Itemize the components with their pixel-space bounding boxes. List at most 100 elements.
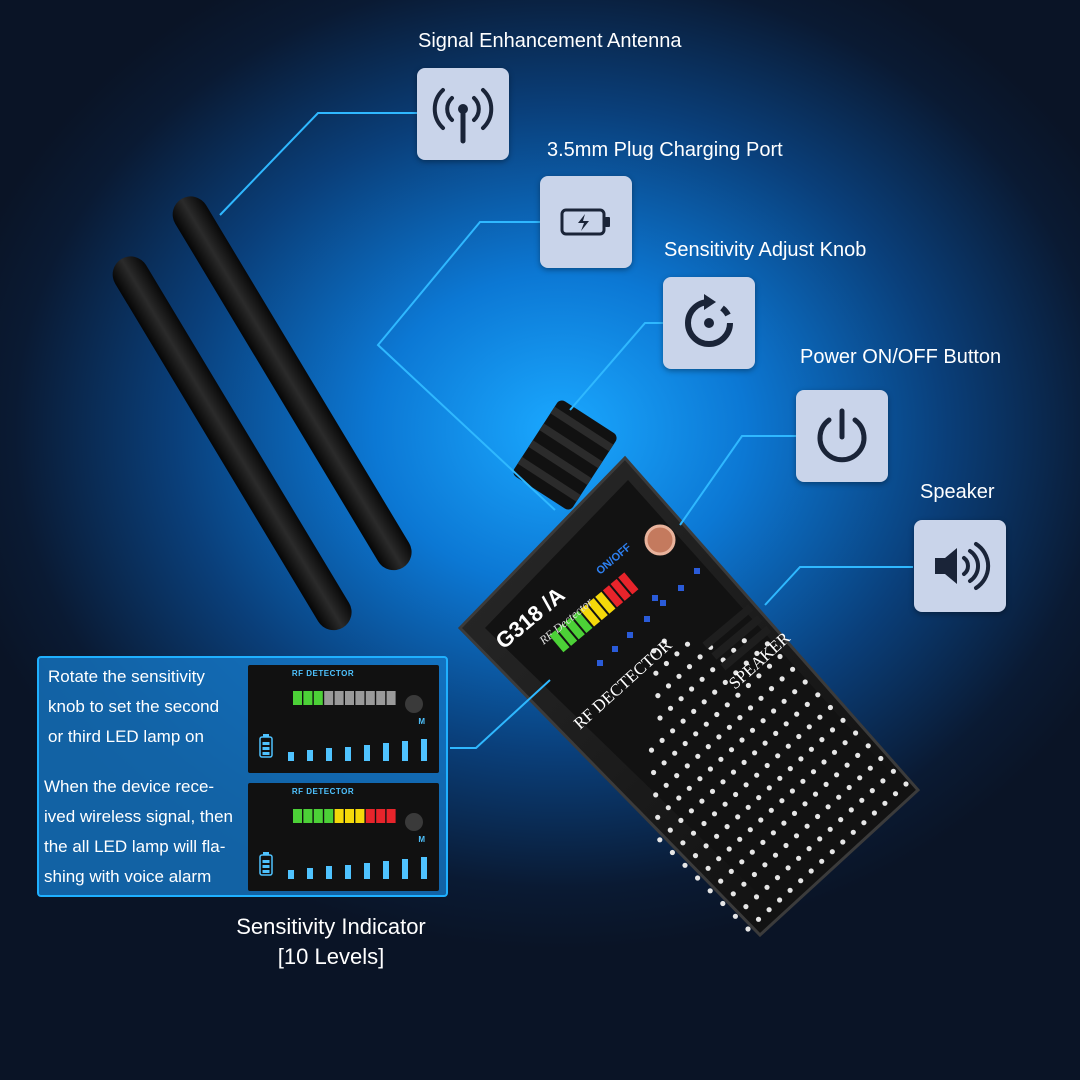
speaker-hole [808, 868, 814, 874]
speaker-hole [720, 900, 726, 907]
panel-led [334, 691, 344, 705]
speaker-hole [699, 676, 705, 682]
speaker-hole [676, 673, 682, 679]
speaker-hole [701, 699, 707, 705]
speaker-hole [783, 721, 789, 727]
led-level-graphic [259, 809, 427, 879]
speaker-hole [674, 773, 680, 779]
speaker-hole [766, 907, 772, 913]
sensitivity-info-panel: Rotate the sensitivity knob to set the s… [37, 656, 448, 897]
device-level-dot [652, 595, 658, 601]
speaker-hole [880, 778, 886, 784]
speaker-hole [651, 648, 657, 654]
speaker-hole [718, 878, 724, 884]
device-led [587, 598, 608, 621]
speaker-hole [810, 769, 817, 775]
speaker-hole [774, 875, 781, 881]
panel-text-line: knob to set the second [48, 697, 220, 716]
label-speaker: Speaker [920, 481, 995, 503]
speaker-hole [754, 772, 760, 778]
speaker-hole [692, 853, 699, 859]
speaker-hole [678, 817, 684, 824]
panel-text-line: Rotate the sensitivity [48, 667, 205, 686]
battery-icon-cap [263, 852, 269, 855]
speaker-hole [777, 653, 783, 660]
speaker-hole [855, 752, 861, 759]
power-icon [817, 408, 867, 463]
label-power: Power ON/OFF Button [800, 346, 1002, 368]
speaker-hole [737, 715, 743, 721]
battery-charging-icon [560, 208, 610, 236]
led-display-top: RF DETECTOR M [248, 665, 439, 773]
speaker-hole [754, 650, 760, 657]
device-level-dot [627, 632, 633, 638]
speaker-hole [737, 836, 743, 842]
speaker-hole [674, 651, 680, 657]
panel-text-top: Rotate the sensitivity knob to set the s… [48, 662, 219, 752]
speaker-hole [701, 820, 707, 827]
speaker-hole [815, 813, 821, 820]
speaker-hole [804, 823, 810, 829]
speaker-hole [707, 766, 714, 772]
speaker-hole [808, 746, 815, 752]
speaker-hole [705, 744, 711, 750]
speaker-hole [785, 743, 791, 749]
led-display-bottom: RF DETECTOR M [248, 783, 439, 891]
speaker-hole [686, 664, 693, 670]
speaker-hole [653, 670, 659, 676]
speaker-hole [743, 904, 749, 910]
antenna-signal-icon-box [417, 68, 509, 160]
speaker-hole [747, 827, 753, 833]
speaker-hole [819, 858, 825, 864]
speaker-hole [903, 781, 909, 787]
speaker-hole [663, 660, 670, 667]
speaker-hole [756, 673, 762, 679]
callout-knob [569, 322, 663, 411]
speaker-hole [722, 679, 728, 686]
device-led [618, 572, 639, 595]
speaker-hole [661, 760, 667, 766]
speaker-hole [764, 641, 771, 647]
level-bar [383, 861, 389, 879]
speaker-hole [796, 855, 802, 861]
device-led [549, 630, 570, 653]
panel-led [386, 691, 396, 705]
speaker-hole [712, 689, 718, 695]
speaker-hole [711, 811, 718, 817]
speaker-hole [798, 756, 804, 762]
speaker-hole [796, 733, 802, 740]
panel-led [293, 691, 302, 705]
speaker-hole [695, 875, 701, 881]
speaker-hole [686, 785, 692, 791]
battery-icon-cap [263, 734, 269, 737]
device-led [564, 617, 585, 640]
speaker-hole [804, 701, 810, 708]
device-level-dot [678, 585, 684, 591]
speaker-hole [758, 817, 764, 823]
level-bar [326, 866, 332, 879]
speaker-hole [817, 714, 823, 720]
panel-led [293, 809, 302, 823]
panel-led [324, 809, 334, 823]
panel-led [376, 809, 386, 823]
speaker-hole [724, 702, 730, 708]
speaker-hole [741, 638, 747, 644]
display-knob-dot [405, 813, 423, 831]
speaker-hole [829, 849, 835, 855]
speaker-hole [691, 708, 697, 715]
level-bar [421, 739, 427, 761]
device-led [556, 623, 578, 646]
speaker-hole [716, 856, 722, 862]
speaker-hole [752, 750, 758, 756]
level-bar [307, 868, 313, 879]
speaker-hole [766, 663, 773, 669]
speaker-hole [787, 766, 793, 772]
speaker-hole [665, 805, 671, 811]
speaker-hole [718, 756, 724, 762]
speaker-hole [790, 666, 796, 672]
speaker-hole [709, 788, 716, 795]
speaker-hole [768, 807, 774, 813]
label-knob: Sensitivity Adjust Knob [664, 239, 867, 261]
speaker-hole [755, 916, 762, 922]
speaker-hole [730, 891, 736, 897]
